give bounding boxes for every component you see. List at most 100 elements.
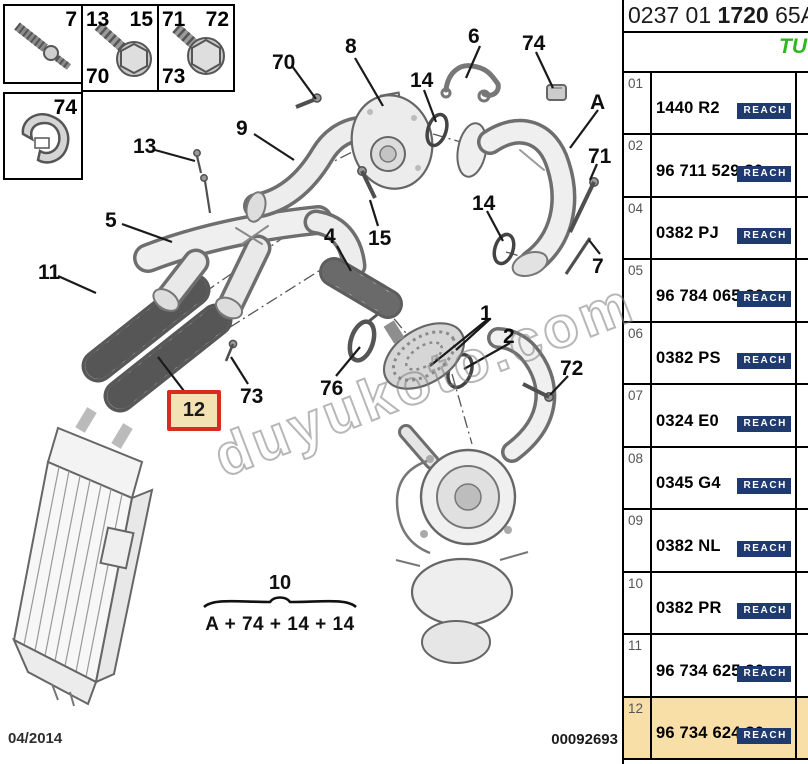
callout-9[interactable]: 9 (236, 117, 248, 140)
callout-2[interactable]: 2 (503, 325, 515, 348)
row-number: 01 (628, 76, 644, 91)
reach-badge[interactable]: REACH (737, 665, 791, 682)
hose-12-illustration (103, 303, 233, 413)
reach-badge[interactable]: REACH (737, 603, 791, 620)
gutter-divider (650, 197, 652, 259)
stud-thumbnail (14, 22, 72, 70)
parts-list-panel: 0237 01 1720 65A TU 01 1440 R2 REACH 02 … (622, 0, 808, 764)
inset-box-bolt-13-15-70: 13 15 70 (81, 4, 159, 92)
air-hose-4-illustration (319, 257, 403, 319)
part-number: 96 711 529 80 (656, 161, 764, 180)
formula-expression: A + 74 + 14 + 14 (205, 614, 355, 635)
table-row-01[interactable]: 01 1440 R2 REACH (624, 73, 808, 136)
gutter-divider (650, 322, 652, 384)
inset-label-13[interactable]: 13 (86, 8, 110, 31)
reach-badge[interactable]: REACH (737, 478, 791, 495)
part-number: 96 734 624 80 (656, 723, 765, 742)
callout-1[interactable]: 1 (480, 302, 492, 325)
manifold-pipe-5-illustration (133, 205, 367, 320)
intercooler-illustration (11, 407, 154, 707)
callout-74[interactable]: 74 (522, 32, 546, 55)
inset-label-7[interactable]: 7 (65, 8, 77, 31)
reach-badge[interactable]: REACH (737, 353, 791, 370)
row-number: 10 (628, 575, 644, 591)
gutter-divider (650, 385, 652, 446)
callout-6[interactable]: 6 (468, 25, 480, 48)
table-row-02[interactable]: 02 96 711 529 80 REACH (624, 135, 808, 198)
callout-leader-lines (57, 45, 601, 396)
gutter-divider (650, 510, 652, 571)
o-ring-14-lower (492, 232, 516, 266)
callout-a[interactable]: A (590, 91, 606, 114)
inset-label-71[interactable]: 71 (162, 8, 186, 31)
reach-badge[interactable]: REACH (737, 228, 791, 245)
turbocharger-illustration (395, 327, 557, 664)
part-number: 96 784 065 80 (656, 286, 765, 305)
table-row-08[interactable]: 08 0345 G4 REACH (624, 447, 808, 511)
table-row-12-highlighted[interactable]: 12 96 734 624 80 REACH (624, 697, 808, 760)
exploded-parts-diagram: 7 13 15 70 71 72 73 74 (3, 4, 645, 748)
part-number: 0324 E0 (656, 411, 719, 430)
callout-13[interactable]: 13 (133, 135, 157, 158)
inset-label-72[interactable]: 72 (205, 8, 229, 31)
inset-label-70[interactable]: 70 (86, 65, 110, 88)
table-row-10[interactable]: 10 0382 PR REACH (624, 572, 808, 636)
selected-callout-12[interactable]: 12 (167, 390, 221, 431)
inset-box-stud-7: 7 (3, 4, 83, 84)
gutter-divider (650, 697, 652, 758)
reach-badge[interactable]: REACH (737, 727, 791, 744)
callout-4[interactable]: 4 (324, 225, 336, 248)
gutter-divider (650, 135, 652, 196)
part-number: 0382 PR (656, 599, 722, 618)
row-number: 11 (628, 638, 643, 654)
gutter-divider (650, 572, 652, 634)
row-number: 08 (628, 450, 644, 466)
gutter-divider (650, 73, 652, 134)
footer-date: 04/2014 (8, 730, 63, 747)
reach-badge[interactable]: REACH (737, 165, 791, 182)
table-row-07[interactable]: 07 0324 E0 REACH (624, 385, 808, 448)
inset-label-73[interactable]: 73 (162, 65, 186, 88)
callout-15[interactable]: 15 (368, 227, 392, 250)
brace-icon (203, 596, 357, 609)
callout-73[interactable]: 73 (240, 385, 264, 408)
code-suffix: 65A (775, 2, 808, 28)
row-number: 07 (628, 388, 644, 404)
callout-71[interactable]: 71 (588, 145, 612, 168)
bracket-6-illustration (440, 63, 501, 103)
table-row-09[interactable]: 09 0382 NL REACH (624, 510, 808, 573)
diagram-line-art (11, 45, 601, 707)
part-number: 0382 PS (656, 349, 721, 368)
inset-label-74[interactable]: 74 (53, 96, 77, 119)
table-row-05[interactable]: 05 96 784 065 80 REACH (624, 260, 808, 323)
part-number: 0345 G4 (656, 474, 721, 493)
reach-badge[interactable]: REACH (737, 290, 791, 307)
table-row-11[interactable]: 11 96 734 625 80 REACH (624, 635, 808, 698)
callout-11[interactable]: 11 (38, 261, 61, 284)
callout-70[interactable]: 70 (272, 51, 296, 74)
callout-7[interactable]: 7 (592, 255, 604, 278)
table-row-06[interactable]: 06 0382 PS REACH (624, 322, 808, 386)
code-prefix: 0237 01 (628, 2, 712, 28)
code-main: 1720 (717, 2, 769, 28)
callout-5[interactable]: 5 (105, 209, 117, 232)
callout-8[interactable]: 8 (345, 35, 357, 58)
clip-thumbnail (21, 113, 70, 164)
short-bolt-thumbnail (172, 23, 225, 75)
callout-72[interactable]: 72 (560, 357, 584, 380)
callout-76[interactable]: 76 (320, 377, 344, 400)
table-row-04[interactable]: 04 0382 PJ REACH (624, 197, 808, 261)
formula-group-number: 10 (268, 572, 292, 594)
elbow-pipe-9-illustration (243, 116, 371, 223)
gutter-divider (650, 447, 652, 509)
gutter-divider (650, 635, 652, 696)
callout-14-lower[interactable]: 14 (472, 192, 496, 215)
reach-badge[interactable]: REACH (737, 415, 791, 432)
reach-badge[interactable]: REACH (737, 540, 791, 557)
callout-14-upper[interactable]: 14 (410, 69, 434, 92)
row-number: 02 (628, 138, 644, 154)
inset-label-15[interactable]: 15 (129, 8, 153, 31)
engine-tag: TU (779, 35, 807, 58)
reach-badge[interactable]: REACH (737, 103, 791, 120)
part-number: 96 734 625 80 (656, 661, 765, 680)
